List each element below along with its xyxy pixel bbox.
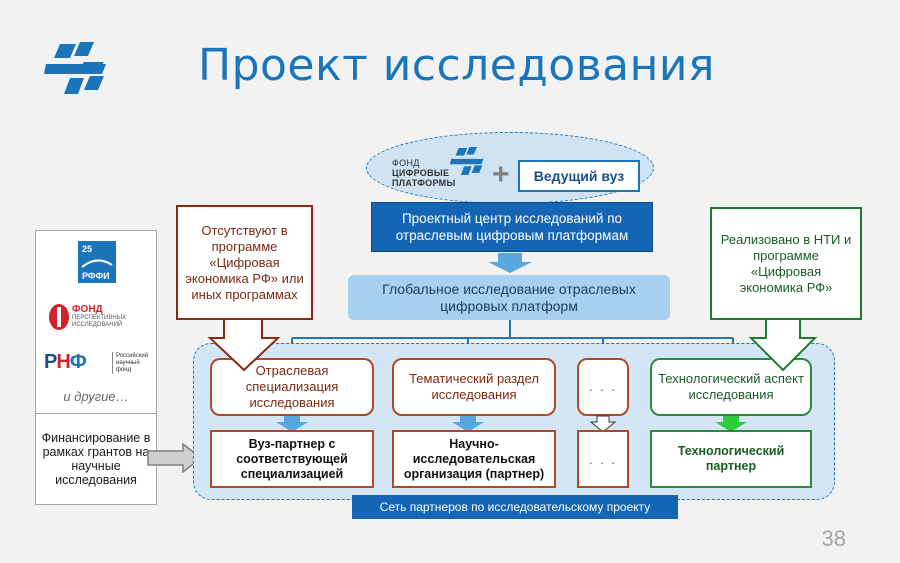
rnf-divider bbox=[112, 352, 113, 374]
fond-perspektivnyh-logo-icon bbox=[49, 304, 69, 330]
fond-logo-icon bbox=[450, 146, 484, 176]
thematic-section-box: Тематический раздел исследования bbox=[392, 358, 556, 416]
funding-arrow-icon bbox=[147, 443, 203, 473]
page-number: 38 bbox=[821, 526, 846, 551]
fond-digital-platforms-label: ФОНД ЦИФРОВЫЕ ПЛАТФОРМЫ bbox=[392, 158, 456, 188]
down-arrow-3 bbox=[589, 415, 617, 433]
university-partner-box: Вуз-партнер с соответствующей специализа… bbox=[210, 430, 374, 488]
svg-text:25: 25 bbox=[82, 244, 92, 254]
technology-partner-box: Технологический партнер bbox=[650, 430, 812, 488]
red-callout-pointer bbox=[207, 317, 281, 372]
implemented-nti-callout: Реализовано в НТИ и программе «Цифровая … bbox=[710, 207, 862, 320]
global-research-box: Глобальное исследование отраслевых цифро… bbox=[348, 275, 670, 320]
down-arrow-1 bbox=[276, 416, 308, 432]
arrow-center-to-global bbox=[488, 253, 532, 273]
partner-network-label: Сеть партнеров по исследовательскому про… bbox=[352, 495, 678, 519]
rffi-logo-icon: 25 РФФИ bbox=[78, 241, 116, 283]
research-organization-box: Научно-исследовательская организация (па… bbox=[392, 430, 556, 488]
absent-in-programs-callout: Отсутствуют в программе «Цифровая эконом… bbox=[176, 205, 313, 320]
more-top-box: . . . bbox=[577, 358, 629, 416]
and-others-label: и другие… bbox=[63, 389, 129, 404]
plus-sign: + bbox=[492, 158, 510, 191]
leading-university-box: Ведущий вуз bbox=[518, 160, 640, 192]
down-arrow-2 bbox=[452, 416, 484, 432]
project-center-box: Проектный центр исследований по отраслев… bbox=[371, 202, 653, 252]
rnf-logo-icon: РНФ bbox=[44, 351, 87, 373]
fond-perspektivnyh-text: ФОНД bbox=[72, 304, 103, 315]
more-bottom-box: . . . bbox=[577, 430, 629, 488]
svg-text:РФФИ: РФФИ bbox=[82, 271, 110, 281]
digital-platforms-logo-icon bbox=[44, 42, 106, 94]
green-callout-pointer bbox=[748, 317, 818, 372]
page-title: Проект исследования bbox=[198, 40, 715, 91]
down-arrow-4 bbox=[715, 416, 747, 432]
funding-description: Финансирование в рамках грантов на научн… bbox=[41, 431, 151, 487]
industry-specialization-box: Отраслевая специализация исследования bbox=[210, 358, 374, 416]
